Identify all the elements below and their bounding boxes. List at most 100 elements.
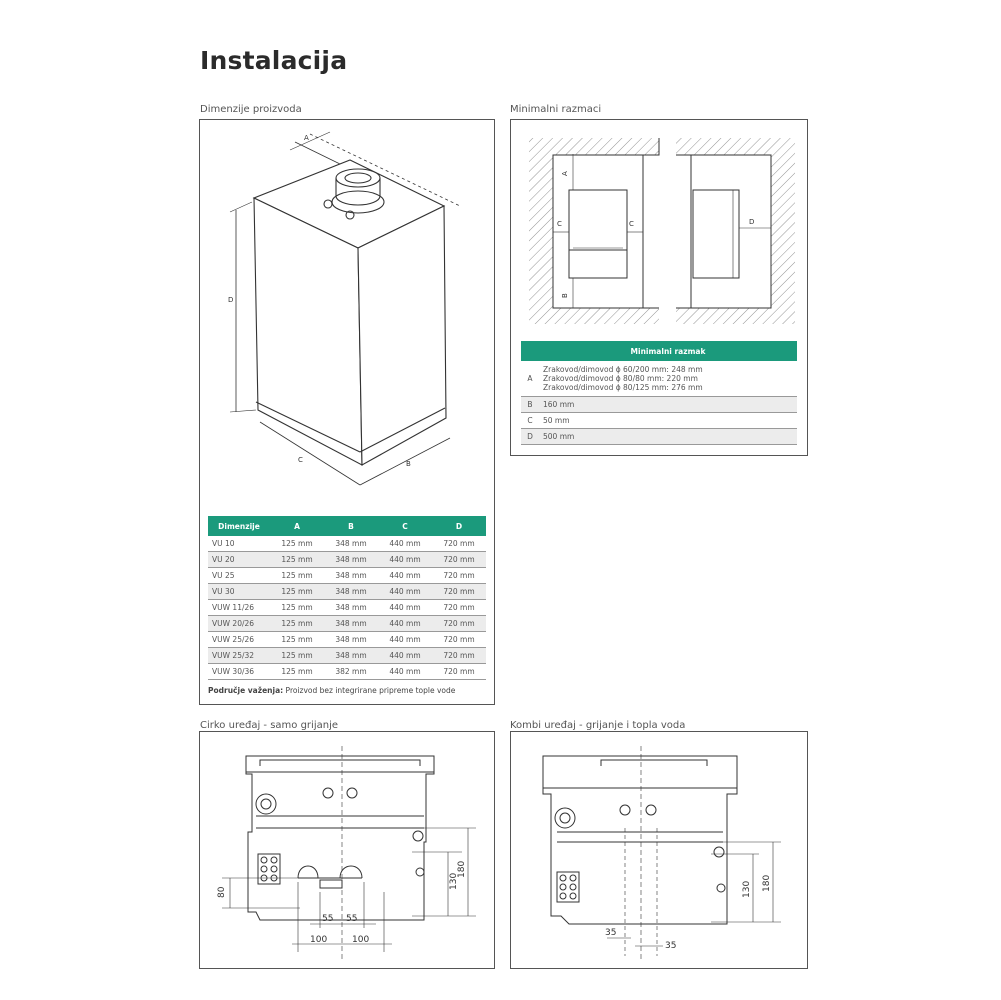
clearances-table-row: B 160 mm <box>521 396 797 413</box>
clearance-value-cell: 500 mm <box>539 428 797 445</box>
cirko-dim-180: 180 <box>457 861 467 878</box>
clearance-c-right-label: C <box>629 220 634 228</box>
model-cell: VU 25 <box>208 567 270 584</box>
dim-c-label: C <box>298 456 303 464</box>
dimension-cell: 440 mm <box>378 647 432 664</box>
kombi-caption: Kombi uređaj - grijanje i topla voda <box>510 720 686 731</box>
dim-header-model: Dimenzije <box>208 516 270 536</box>
dimension-cell: 720 mm <box>432 631 486 648</box>
model-cell: VUW 30/36 <box>208 663 270 680</box>
clearance-value-cell: 160 mm <box>539 396 797 413</box>
clearance-key-cell: C <box>521 412 539 429</box>
dimension-cell: 440 mm <box>378 583 432 600</box>
dimension-cell: 720 mm <box>432 599 486 616</box>
cirko-dim-55-left: 55 <box>322 914 333 924</box>
dimension-cell: 125 mm <box>270 567 324 584</box>
dim-header-c: C <box>378 516 432 536</box>
dim-header-b: B <box>324 516 378 536</box>
validity-note-label: Područje važenja: <box>208 686 284 695</box>
dimension-cell: 440 mm <box>378 567 432 584</box>
clearances-table-row: D 500 mm <box>521 428 797 445</box>
clearances-header: Minimalni razmak <box>539 341 797 361</box>
dimension-cell: 348 mm <box>324 567 378 584</box>
dimension-cell: 720 mm <box>432 567 486 584</box>
clearance-value-line: 500 mm <box>543 432 575 441</box>
dim-header-d: D <box>432 516 486 536</box>
validity-note: Područje važenja: Proizvod bez integrira… <box>208 686 455 695</box>
dim-b-label: B <box>406 460 411 468</box>
clearance-value-line: Zrakovod/dimovod ϕ 80/80 mm: 220 mm <box>543 374 698 383</box>
model-cell: VU 20 <box>208 551 270 568</box>
kombi-dim-35-right: 35 <box>665 941 676 951</box>
dimension-cell: 440 mm <box>378 631 432 648</box>
clearance-c-left-label: C <box>557 220 562 228</box>
dimension-cell: 125 mm <box>270 583 324 600</box>
model-cell: VUW 25/26 <box>208 631 270 648</box>
page-title: Instalacija <box>200 46 348 75</box>
dimension-cell: 720 mm <box>432 583 486 600</box>
cirko-dim-55-right: 55 <box>346 914 357 924</box>
kombi-dim-35-left: 35 <box>605 928 616 938</box>
clearance-value-line: 50 mm <box>543 416 570 425</box>
clearance-b-label: B <box>561 293 569 298</box>
dimension-cell: 720 mm <box>432 647 486 664</box>
dimension-cell: 348 mm <box>324 615 378 632</box>
dimension-cell: 720 mm <box>432 615 486 632</box>
model-cell: VUW 25/32 <box>208 647 270 664</box>
clearance-drawings: A B C C D <box>529 138 795 324</box>
model-cell: VUW 20/26 <box>208 615 270 632</box>
dimension-cell: 720 mm <box>432 551 486 568</box>
model-cell: VUW 11/26 <box>208 599 270 616</box>
clearance-key-cell: B <box>521 396 539 413</box>
clearance-value-line: Zrakovod/dimovod ϕ 80/125 mm: 276 mm <box>543 383 703 392</box>
clearance-d-label: D <box>749 218 754 226</box>
dimension-cell: 382 mm <box>324 663 378 680</box>
dimension-cell: 348 mm <box>324 631 378 648</box>
clearances-caption: Minimalni razmaci <box>510 104 602 115</box>
clearance-value-line: 160 mm <box>543 400 575 409</box>
clearance-key-cell: D <box>521 428 539 445</box>
dimension-cell: 440 mm <box>378 663 432 680</box>
dimension-cell: 440 mm <box>378 599 432 616</box>
clearance-a-label: A <box>561 171 569 176</box>
cirko-dim-100-right: 100 <box>352 935 369 945</box>
clearance-value-cell: 50 mm <box>539 412 797 429</box>
dimensions-caption: Dimenzije proizvoda <box>200 104 302 115</box>
dim-header-a: A <box>270 516 324 536</box>
validity-note-text: Proizvod bez integrirane pripreme tople … <box>285 686 456 695</box>
kombi-connection-drawing: 35 35 130 180 <box>542 746 781 962</box>
boiler-3d-drawing: D C B A <box>228 131 461 486</box>
dimension-cell: 125 mm <box>270 663 324 680</box>
dimension-cell: 440 mm <box>378 615 432 632</box>
dim-d-label: D <box>228 296 233 304</box>
dimension-cell: 125 mm <box>270 536 324 552</box>
clearance-key-cell: A <box>521 361 539 397</box>
dimension-cell: 125 mm <box>270 551 324 568</box>
dimension-cell: 348 mm <box>324 647 378 664</box>
cirko-connection-drawing: 80 55 55 100 100 130 180 <box>217 746 476 962</box>
dimension-cell: 720 mm <box>432 663 486 680</box>
clearances-table-row: C 50 mm <box>521 412 797 429</box>
dim-a-label: A <box>304 134 309 142</box>
cirko-dim-80: 80 <box>217 886 227 898</box>
kombi-dim-130: 130 <box>742 881 752 898</box>
dimension-cell: 125 mm <box>270 599 324 616</box>
cirko-panel: 80 55 55 100 100 130 180 <box>199 731 495 969</box>
kombi-dim-180: 180 <box>762 875 772 892</box>
dimension-cell: 440 mm <box>378 551 432 568</box>
dimension-cell: 125 mm <box>270 615 324 632</box>
